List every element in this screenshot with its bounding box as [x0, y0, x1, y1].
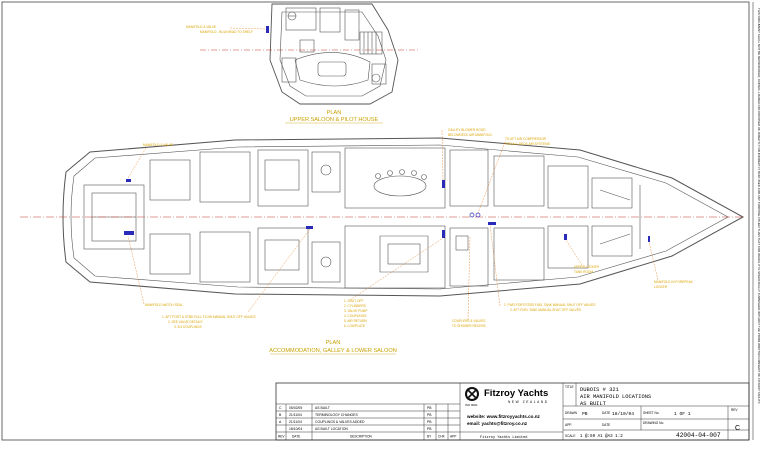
rev-row-2-desc: TERMINOLOGY CHANGES	[315, 413, 358, 417]
iso-cert-label: ISO 9001	[465, 403, 478, 407]
annotation-bot-right-2: 2. AFT FUEL TANK MANUAL SHUT OFF VALVES	[510, 308, 581, 312]
manifold-icon	[306, 226, 313, 229]
sheet-value: 1 OF 1	[674, 411, 691, 417]
rev-row-3-desc: COUPLINGS & VALVES ADDED	[315, 420, 365, 424]
hull-plan	[62, 137, 745, 297]
valve-icon	[469, 212, 475, 218]
annotation-top-right-1: TO AFT AIR COMPRESSOR	[505, 137, 547, 141]
annotation-top-mid-2: BELOWDECK AIR MANIFOLD	[448, 133, 492, 137]
rev-row-1-by: PB	[427, 406, 432, 410]
upper-plan-title: UPPER SALOON & PILOT HOUSE	[290, 117, 379, 123]
annotation-list-b-3: 3. VALVE PUMP	[344, 309, 367, 313]
margin-note: THIS DOCUMENT SHALL NOT BE REPRODUCED, C…	[757, 8, 761, 404]
manifold-icon	[488, 222, 496, 225]
upper-annotation-2: MANIFOLD - BULKHEAD TO SHELF	[200, 30, 253, 34]
annotation-right-a-2: TANK ROOM	[574, 270, 593, 274]
manifold-icon	[126, 179, 131, 182]
title-label: TITLE	[565, 385, 574, 389]
revision-table: C 05/02/05 AS BUILT PB B 21/11/04 TERMIN…	[278, 406, 456, 439]
company-full-name: Fitzroy Yachts Limited	[480, 435, 527, 440]
drawing-no-label: DRAWING No.	[643, 421, 664, 425]
company-logo	[465, 387, 479, 401]
drawn-label: DRAWN	[565, 411, 578, 415]
rev-label: REV	[731, 408, 738, 412]
manifold-icon	[442, 230, 445, 238]
annotation-list-b-1: 1. SHUT OFF	[344, 299, 363, 303]
date-value: 18/10/04	[612, 411, 634, 417]
annotation-bot-right-1: 1. FWD PORT/STBD FUEL TANK MANUAL SHUT O…	[504, 303, 596, 307]
rev-header-by: BY	[427, 435, 432, 439]
rev-row-3-rev: A	[279, 420, 282, 424]
drawn-value: PB	[582, 411, 588, 417]
drawing-no-value: 42004-04-007	[676, 432, 721, 439]
sheet-label: SHEET No.	[643, 411, 660, 415]
upper-plan	[269, 3, 399, 105]
annotation-list-a-2: 2. SEE VALVE DETAILS	[168, 320, 203, 324]
upper-annotation-1: MANIFOLD & VALVE	[186, 25, 216, 29]
annotation-fwd-bottom: MANIFOLD WATCH SEAL	[145, 303, 183, 307]
company-website: website: www.fitzroyyachts.co.nz	[466, 414, 541, 419]
rev-row-2-rev: B	[279, 413, 282, 417]
manifold-icon	[442, 180, 445, 188]
company-name: Fitzroy Yachts	[484, 388, 548, 399]
rev-header-desc: DESCRIPTION	[350, 435, 372, 439]
rev-row-1-desc: AS BUILT	[315, 406, 330, 410]
title-line-2: AIR MANIFOLD LOCATIONS	[580, 394, 651, 400]
rev-row-4-by: PB	[427, 427, 432, 431]
rev-row-4-desc: AS BUILT LOCATION	[315, 427, 348, 431]
scale-value: 1 @:50 A1 @A3 1:2	[580, 434, 623, 439]
sheet-border	[1, 1, 750, 441]
manifold-markers	[124, 179, 650, 242]
annotation-list-b-6: 6. LOG/PLATE	[344, 324, 365, 328]
date-label-2: DATE	[602, 423, 610, 427]
rev-header-app: APP	[450, 435, 456, 439]
annotation-list-a-1: 1. AFT PORT & STBD FULL FLOW MANUAL SHUT…	[162, 315, 256, 319]
rev-row-3-by: PB	[427, 420, 432, 424]
annotation-list-b-4: 4. COUPLINGS	[344, 314, 366, 318]
leader-lines	[127, 129, 659, 321]
upper-manifold-icon	[266, 26, 269, 33]
rev-header-rev: REV	[278, 435, 285, 439]
main-plan-title: ACCOMMODATION, GALLEY & LOWER SALOON	[269, 348, 397, 354]
annotation-fwd-top: MANIFOLD & VALVE	[143, 143, 173, 147]
rev-row-2-by: PB	[427, 413, 432, 417]
rev-row-3-date: 21/11/04	[289, 420, 302, 424]
annotation-list-a-3: 3. 3/4 COUPLINGS	[174, 325, 202, 329]
rev-row-4-date: 18/10/04	[289, 427, 302, 431]
leader-line	[229, 27, 267, 30]
annotation-list-b-2: 2. CYLINDERS	[344, 304, 366, 308]
rev-row-1-rev: C	[279, 406, 282, 410]
scale-label: SCALE	[565, 434, 575, 438]
manifold-icon	[648, 236, 650, 242]
manifold-icon	[564, 234, 567, 240]
annotation-bot-mid-2: TO SHOWER RECESS	[452, 324, 486, 328]
company-country: NEW ZEALAND	[508, 400, 549, 404]
manifold-icon	[124, 231, 134, 235]
main-plan-label: PLAN	[326, 340, 341, 346]
rev-row-1-date: 05/02/05	[289, 406, 302, 410]
title-block	[275, 382, 750, 441]
annotation-right-b-2: LOCKER	[654, 285, 668, 289]
date-label: DATE	[602, 411, 610, 415]
rev-row-2-date: 21/11/04	[289, 413, 302, 417]
title-line-3: AS BUILT	[580, 401, 607, 407]
rev-header-chk: CHK	[438, 435, 446, 439]
annotation-top-mid-1: GALLEY BLOWER HOOD	[448, 128, 486, 132]
rev-value: C	[735, 425, 740, 432]
app-label: APP.	[565, 423, 572, 427]
annotation-bot-mid-1: COUPLERS & VALVES	[452, 319, 485, 323]
rev-header-date: DATE	[292, 435, 300, 439]
upper-plan-label: PLAN	[327, 110, 342, 116]
title-line-1: DUBOIS # 321	[580, 387, 619, 393]
annotation-right-a-1: UPPER LOCKER	[574, 265, 600, 269]
annotation-list-b-5: 5. AIR RETURN	[344, 319, 368, 323]
company-email: email: yachts@fitzroy.co.nz	[467, 421, 528, 426]
annotation-top-right-2: FOR ALL DECK AIR SYSTEMS	[505, 142, 550, 146]
valve-icon	[475, 212, 481, 218]
annotation-right-b-1: MANIFOLD IN FOREPEAK	[654, 280, 694, 284]
